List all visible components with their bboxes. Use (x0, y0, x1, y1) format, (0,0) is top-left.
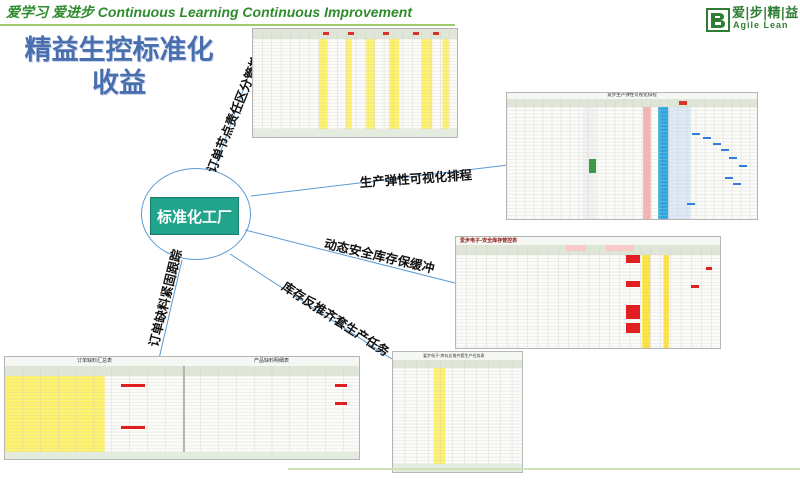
header-divider (0, 24, 455, 26)
footer-divider (288, 468, 800, 470)
spreadsheet-schedule: 爱步生产弹性可视化排程 (506, 92, 758, 220)
page-title: 精益生控标准化 收益 (12, 34, 226, 100)
logo-text-cn: 爱|步|精|益 (732, 6, 799, 21)
connector-order-node (213, 65, 253, 171)
hub-standard-factory: 标准化工厂 (150, 197, 239, 235)
sheet-grid-safety-stock (456, 245, 720, 348)
slogan: 爱学习 爱进步 Continuous Learning Continuous I… (6, 4, 412, 20)
sheet-grid-schedule (507, 99, 757, 219)
sheet-title-shortage-summary: 订单缺料汇总表 (76, 358, 112, 364)
sheet-title-safety-stock: 爱步电子-安全库存管控表 (460, 238, 518, 244)
page-title-line1: 精益生控标准化 (24, 35, 214, 66)
connector-shortage (157, 259, 183, 364)
sheet-grid-shortage (5, 366, 359, 459)
spreadsheet-shortage: 订单缺料汇总表 产品缺料明细表 (4, 356, 360, 460)
connector-safety-stock (244, 229, 456, 284)
connector-schedule (250, 164, 509, 197)
sheet-grid-kitting (393, 360, 522, 472)
sheet-title-schedule: 爱步生产弹性可视化排程 (607, 93, 657, 98)
hub-ring (141, 168, 251, 260)
connector-kitting (229, 253, 393, 360)
spreadsheet-order-node-control (252, 28, 458, 138)
sheet-title-shortage-detail: 产品缺料明细表 (253, 358, 289, 364)
logo-icon (706, 8, 730, 32)
spreadsheet-kitting: 爱步电子-库存反推齐套生产任务表 (392, 351, 523, 473)
spreadsheet-safety-stock: 爱步电子-安全库存管控表 (455, 236, 721, 349)
sheet-title-kitting: 爱步电子-库存反推齐套生产任务表 (423, 353, 485, 358)
page-title-line2: 收益 (92, 68, 146, 99)
logo-text-en: Agile Lean (733, 20, 789, 30)
